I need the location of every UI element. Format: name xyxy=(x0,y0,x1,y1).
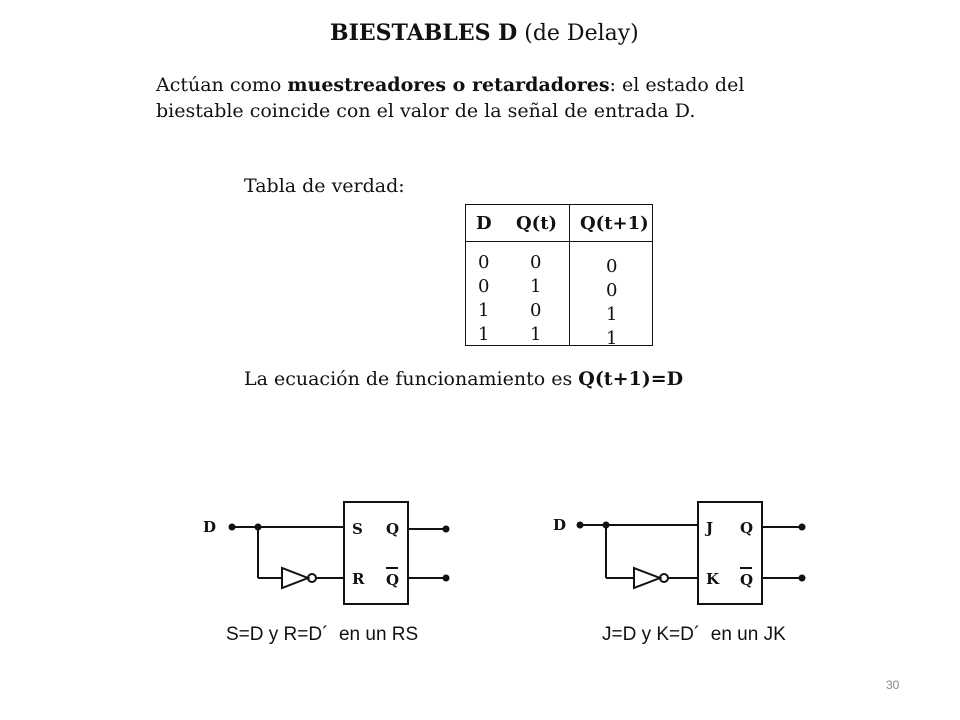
page-number: 30 xyxy=(886,678,900,692)
intro-paragraph: Actúan como muestreadores o retardadores… xyxy=(156,72,796,124)
rs-flipflop-box xyxy=(343,501,409,605)
cell-qt1-1: 0 xyxy=(606,280,618,301)
cell-qt-2: 0 xyxy=(530,300,542,321)
column-qt1: 0 0 1 1 xyxy=(606,255,617,351)
rs-inverter xyxy=(281,566,311,590)
slide-title: BIESTABLES D (de Delay) xyxy=(330,20,639,46)
cell-qt-1: 1 xyxy=(530,276,542,297)
jk-qbar-node xyxy=(798,574,806,582)
cell-qt-0: 0 xyxy=(530,252,542,273)
jk-input-label: D xyxy=(553,516,566,534)
column-d: 0 0 1 1 xyxy=(478,251,489,347)
title-main: BIESTABLES D xyxy=(330,20,518,46)
cell-qt1-2: 1 xyxy=(606,304,618,325)
rs-r-label: R xyxy=(352,570,365,588)
header-qt: Q(t) xyxy=(516,213,558,234)
intro-text-2: : el estado del biestable coincide con e… xyxy=(156,74,745,122)
jk-qbar-label: Q xyxy=(740,571,753,589)
equation-line: La ecuación de funcionamiento es Q(t+1)=… xyxy=(244,368,683,390)
truth-table: D Q(t) Q(t+1) 0 0 1 1 0 1 0 1 0 0 1 1 xyxy=(465,204,653,349)
rs-circuit xyxy=(232,501,446,605)
jk-q-node xyxy=(798,523,806,531)
rs-junction-node xyxy=(254,523,262,531)
jk-j-label: J xyxy=(704,519,713,537)
jk-inverter xyxy=(633,566,663,590)
rs-q-node xyxy=(442,525,450,533)
rs-s-label: S xyxy=(352,520,363,538)
intro-text-1: Actúan como xyxy=(156,74,288,96)
cell-qt1-3: 1 xyxy=(606,328,618,349)
truth-table-label: Tabla de verdad: xyxy=(244,175,405,197)
jk-flipflop-box xyxy=(697,501,763,605)
cell-qt1-0: 0 xyxy=(606,256,618,277)
jk-circuit xyxy=(580,501,802,605)
cell-qt-3: 1 xyxy=(530,324,542,345)
jk-q-label: Q xyxy=(740,519,753,537)
title-sub: (de Delay) xyxy=(524,21,639,46)
column-qt: 0 1 0 1 xyxy=(530,251,541,347)
rs-input-label: D xyxy=(203,518,216,536)
jk-k-label: K xyxy=(706,570,720,588)
jk-junction-node xyxy=(602,521,610,529)
cell-d-0: 0 xyxy=(478,252,490,273)
rs-caption: S=D y R=D´ en un RS xyxy=(226,624,419,645)
equation-text: La ecuación de funcionamiento es xyxy=(244,368,579,390)
truth-table-divider xyxy=(569,205,570,345)
cell-d-3: 1 xyxy=(478,324,490,345)
rs-qbar-node xyxy=(442,574,450,582)
cell-d-2: 1 xyxy=(478,300,490,321)
rs-qbar-label: Q xyxy=(386,571,399,589)
jk-caption: J=D y K=D´ en un JK xyxy=(602,624,786,645)
equation-formula: Q(t+1)=D xyxy=(578,368,684,390)
header-d: D xyxy=(476,213,492,234)
jk-input-node xyxy=(576,521,584,529)
truth-table-header xyxy=(466,205,652,242)
intro-bold: muestreadores o retardadores xyxy=(287,74,610,96)
rs-q-label: Q xyxy=(386,520,399,538)
header-qt1: Q(t+1) xyxy=(580,213,649,234)
rs-input-node xyxy=(228,523,236,531)
cell-d-1: 0 xyxy=(478,276,490,297)
